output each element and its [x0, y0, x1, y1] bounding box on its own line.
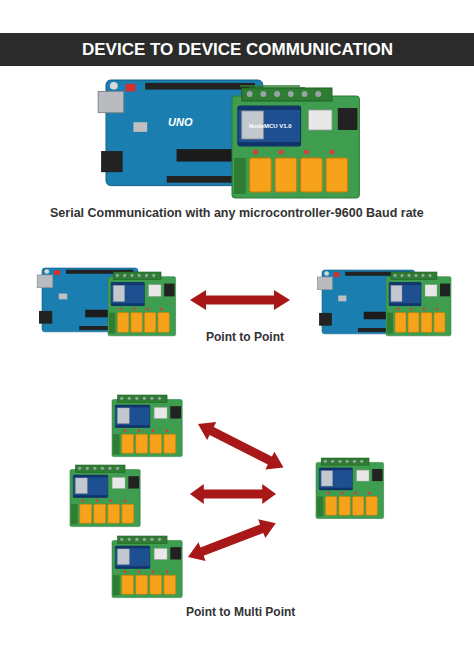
relay-board	[386, 272, 451, 336]
section-label: Point to Multi Point	[186, 605, 295, 619]
board-label: UNO	[168, 116, 192, 128]
title-bar	[0, 33, 474, 66]
relay-board	[70, 465, 140, 527]
title-text: DEVICE TO DEVICE COMMUNICATION	[82, 40, 393, 60]
double-arrow	[193, 415, 288, 476]
relay-board	[108, 272, 176, 336]
double-arrow	[190, 484, 276, 504]
relay-board	[112, 536, 182, 598]
double-arrow	[190, 290, 290, 310]
relay-board	[232, 88, 359, 198]
relay-board	[112, 395, 182, 457]
section-label: Point to Point	[206, 330, 284, 344]
module-label: NodeMCU V1.0	[249, 123, 292, 129]
relay-board	[316, 458, 384, 519]
caption-text: Serial Communication with any microcontr…	[50, 206, 424, 220]
double-arrow	[184, 514, 279, 566]
